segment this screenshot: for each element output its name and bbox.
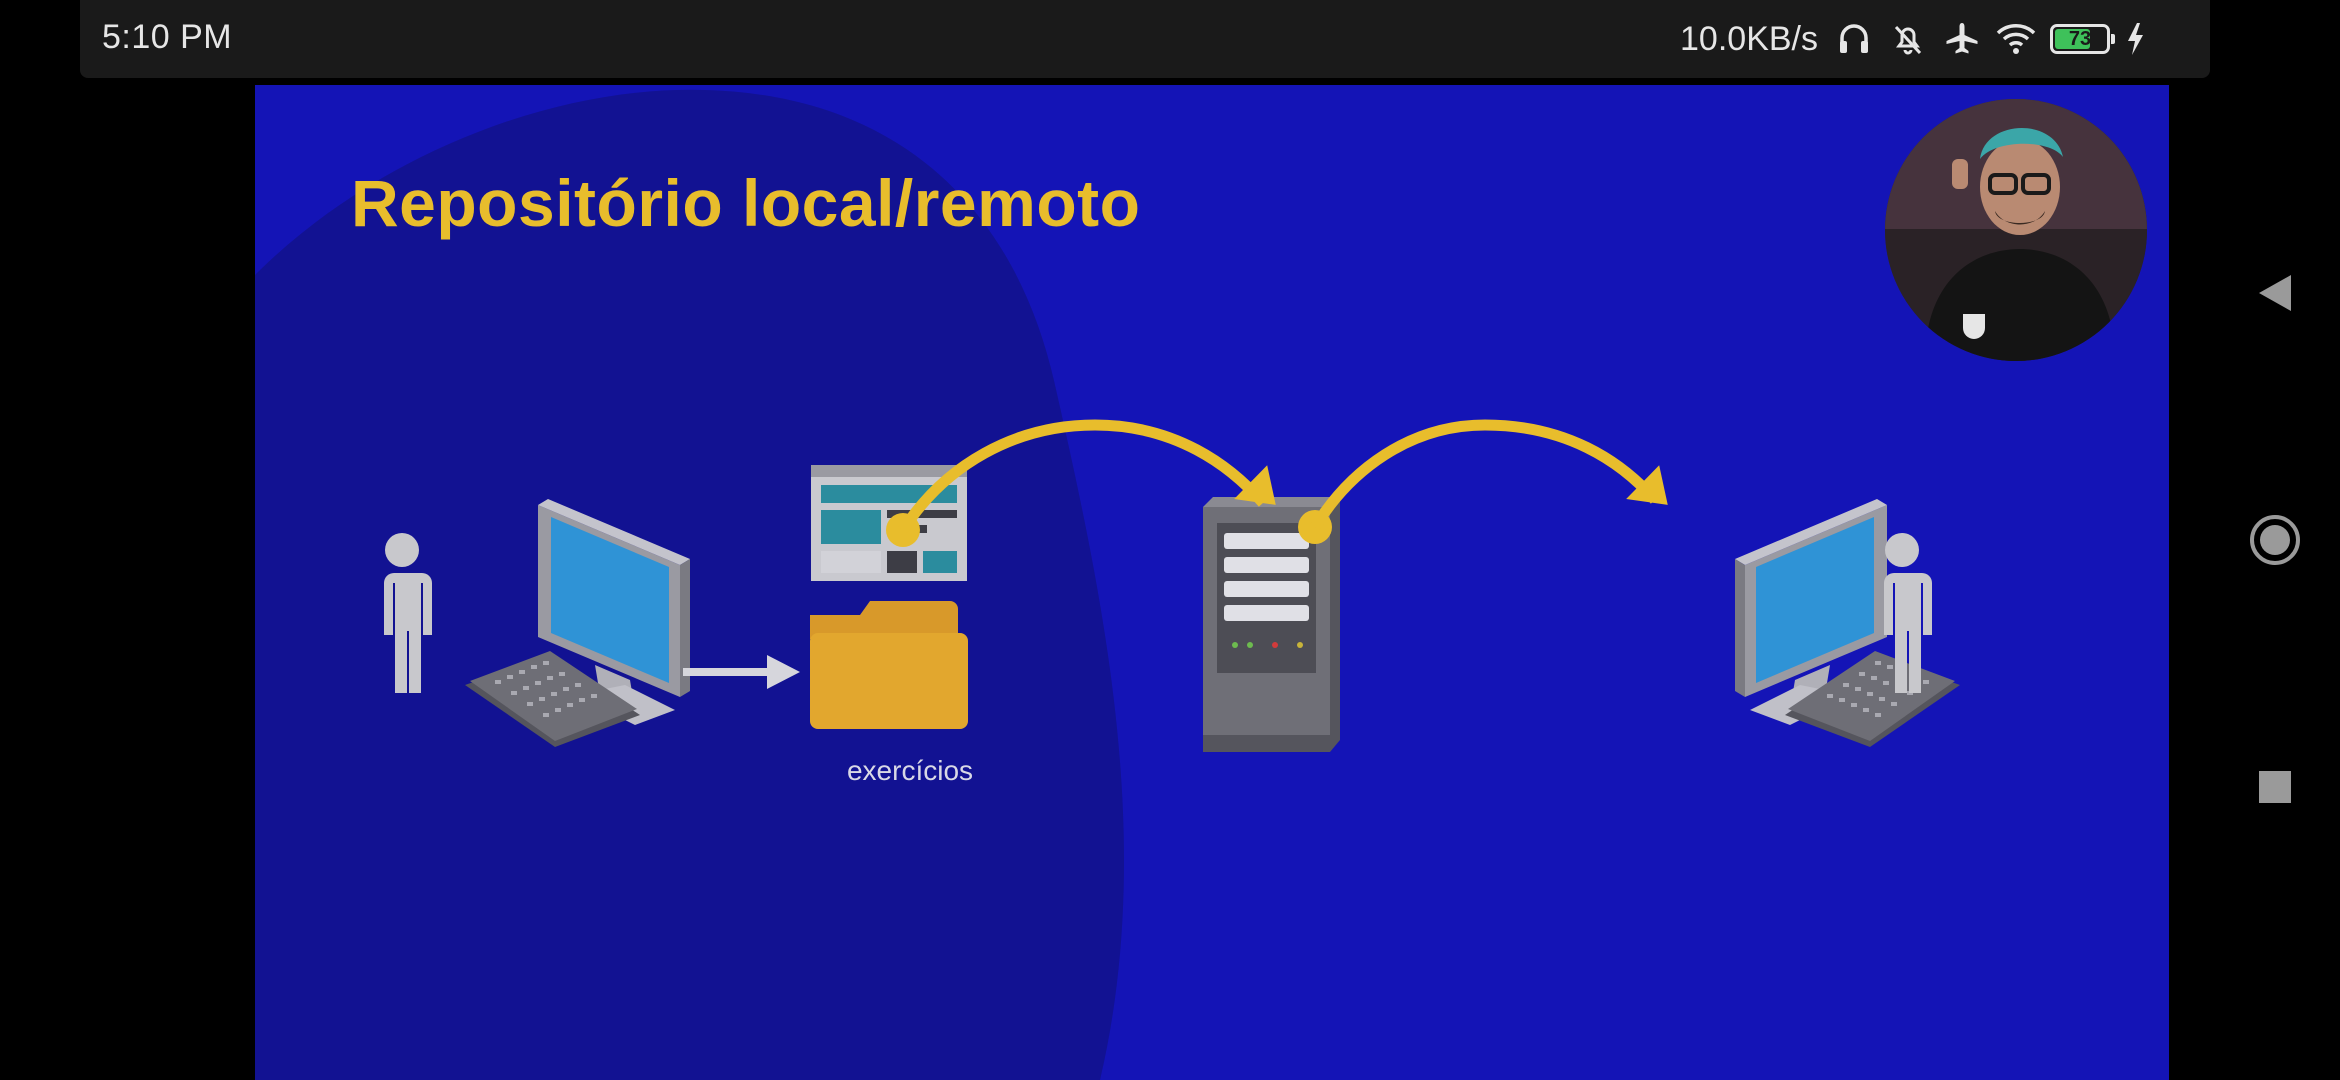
slide-title: Repositório local/remoto xyxy=(351,166,1141,240)
status-icons: 10.0KB/s xyxy=(1680,14,2146,64)
airplane-icon xyxy=(1942,19,1982,59)
bell-muted-icon xyxy=(1888,19,1928,59)
back-button[interactable] xyxy=(2240,258,2310,328)
video-player[interactable]: Repositório local/remoto xyxy=(255,85,2169,1080)
navigation-bar xyxy=(2210,0,2340,1080)
home-circle-icon xyxy=(2250,515,2300,565)
headphones-icon xyxy=(1834,19,1874,59)
pull-arrow-icon xyxy=(1298,419,1668,544)
battery-level: 73 xyxy=(2068,27,2092,50)
recents-button[interactable] xyxy=(2240,752,2310,822)
recents-square-icon xyxy=(2259,771,2291,803)
server-icon xyxy=(1203,497,1340,752)
battery-icon: 73 xyxy=(2050,24,2115,54)
battery-fill xyxy=(2055,29,2091,49)
status-time: 5:10 PM xyxy=(102,18,233,56)
wifi-icon xyxy=(1996,19,2036,59)
arrow-to-folder-icon xyxy=(683,655,800,689)
person-right-icon xyxy=(1882,533,1932,693)
folder-label: exercícios xyxy=(846,755,974,786)
computer-left-icon xyxy=(465,499,690,747)
home-button[interactable] xyxy=(2240,505,2310,575)
network-speed: 10.0KB/s xyxy=(1680,19,1818,58)
computer-right-icon xyxy=(1735,499,1960,747)
person-left-icon xyxy=(382,533,432,693)
repository-diagram xyxy=(382,419,1960,752)
push-arrow-icon xyxy=(886,419,1276,547)
back-triangle-icon xyxy=(2259,275,2291,311)
charging-icon xyxy=(2124,19,2146,59)
folder-icon xyxy=(810,601,968,729)
status-bar: 5:10 PM 10.0KB/s xyxy=(80,0,2210,78)
presenter-webcam-avatar xyxy=(1885,99,2147,361)
